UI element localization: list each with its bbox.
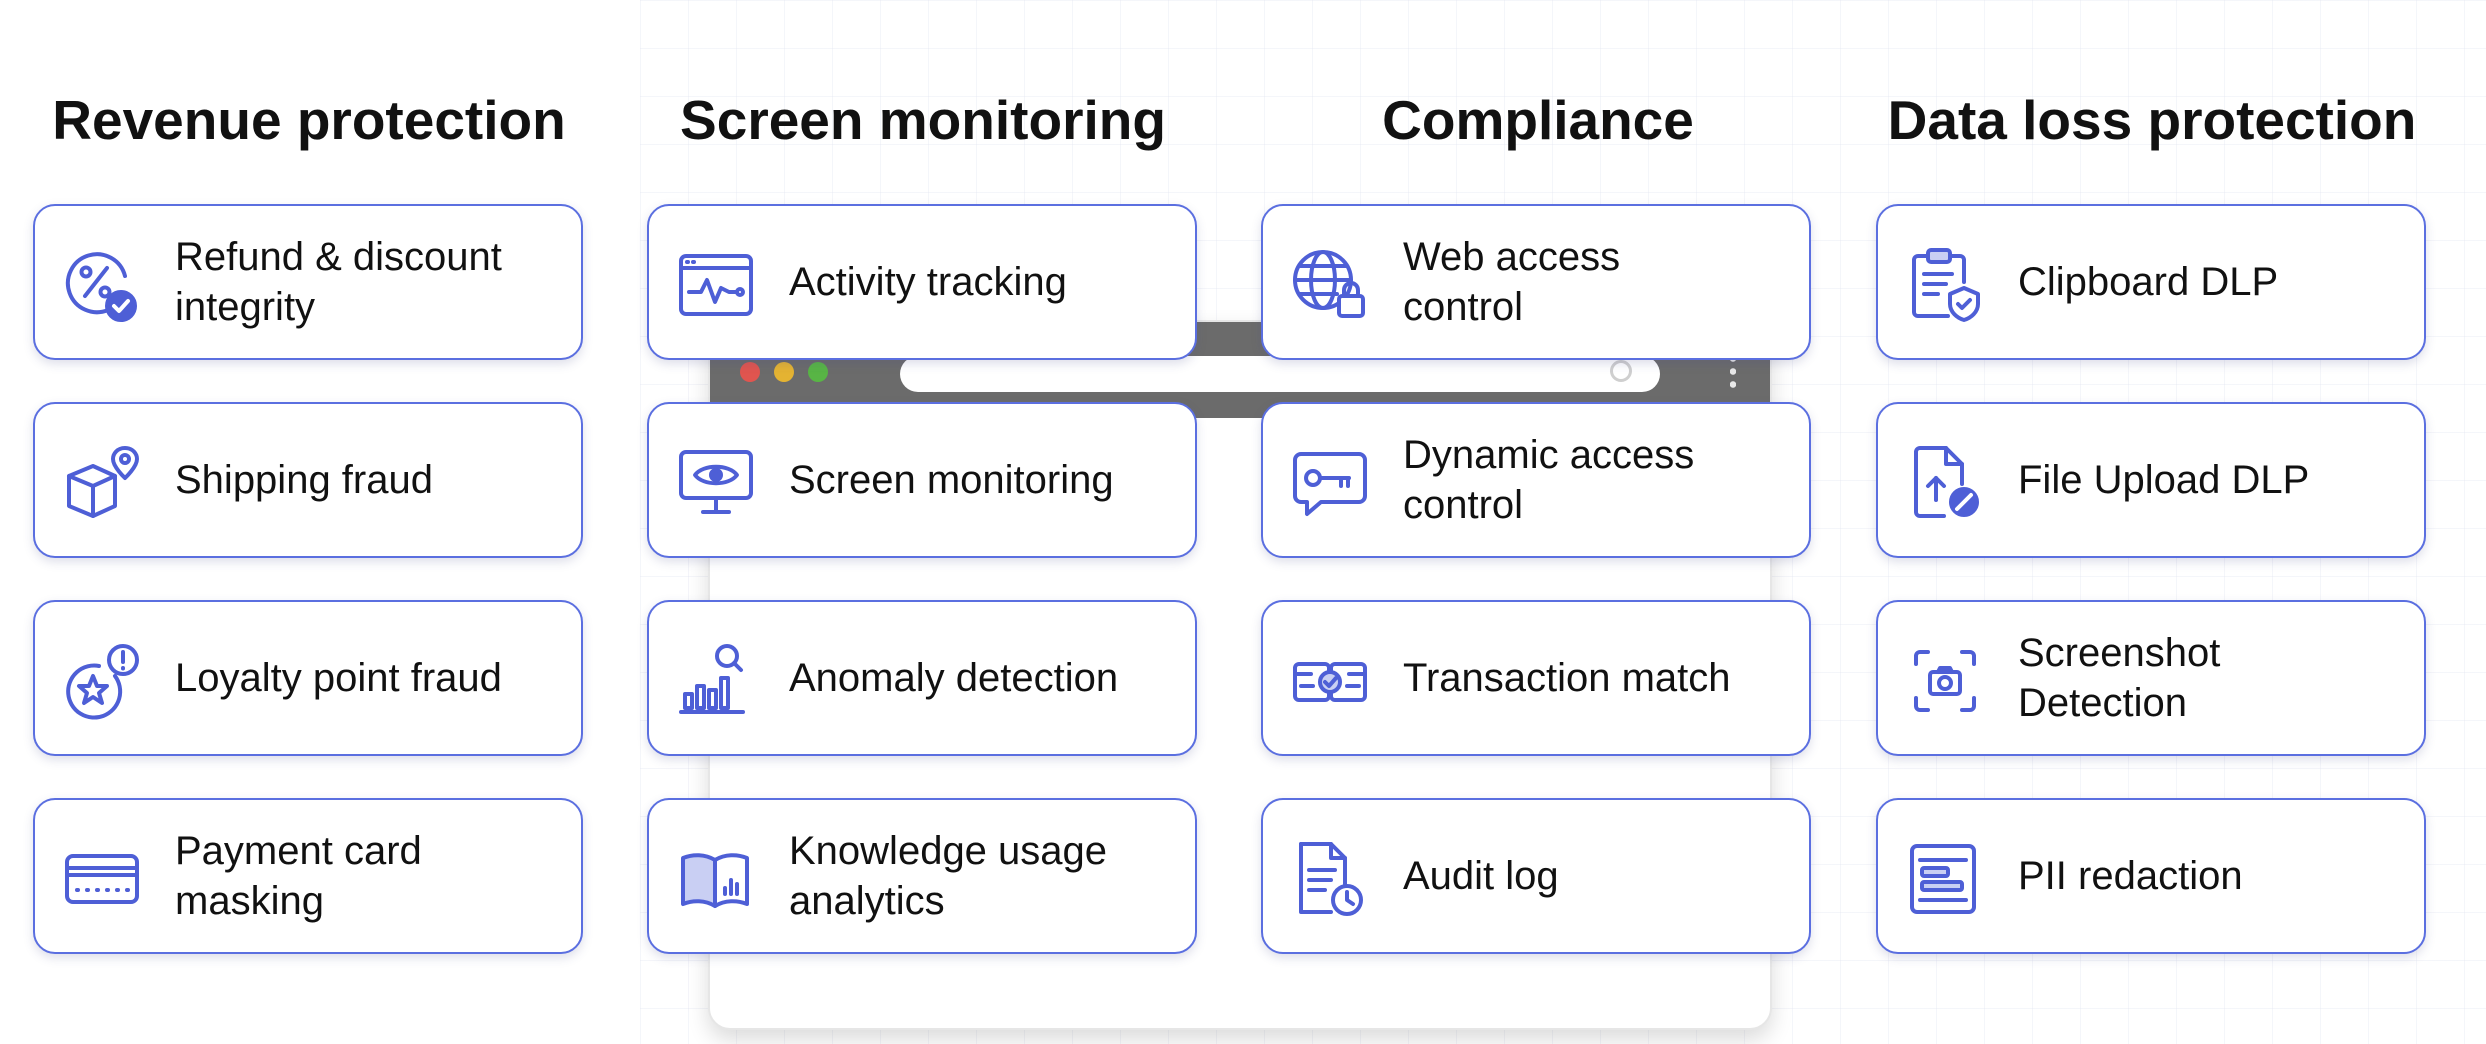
column-title-compliance: Compliance bbox=[1382, 89, 1694, 151]
key-chat-icon bbox=[1291, 444, 1369, 522]
browser-activity-icon bbox=[677, 246, 755, 324]
card-pii-redaction[interactable]: PII redaction bbox=[1876, 798, 2426, 954]
percent-check-icon bbox=[63, 246, 141, 324]
card-screenshot-detection[interactable]: Screenshot Detection bbox=[1876, 600, 2426, 756]
document-clock-icon bbox=[1291, 840, 1369, 918]
column-title-screen-monitoring: Screen monitoring bbox=[680, 89, 1166, 151]
cards-match-icon bbox=[1291, 642, 1369, 720]
file-upload-block-icon bbox=[1906, 444, 1984, 522]
card-refund-discount-integrity[interactable]: Refund & discount integrity bbox=[33, 204, 583, 360]
card-label: Activity tracking bbox=[789, 260, 1067, 304]
card-label: Web access control bbox=[1403, 235, 1621, 329]
card-label: Anomaly detection bbox=[789, 656, 1119, 700]
card-clipboard-dlp[interactable]: Clipboard DLP bbox=[1876, 204, 2426, 360]
card-payment-card-masking[interactable]: Payment card masking bbox=[33, 798, 583, 954]
globe-lock-icon bbox=[1291, 246, 1369, 324]
card-label: Refund & discount integrity bbox=[175, 235, 502, 329]
chart-search-icon bbox=[677, 642, 755, 720]
card-label: Loyalty point fraud bbox=[175, 656, 502, 700]
redaction-icon bbox=[1906, 840, 1984, 918]
card-label: Screenshot Detection bbox=[2018, 631, 2221, 725]
card-transaction-match[interactable]: Transaction match bbox=[1261, 600, 1811, 756]
card-label: Knowledge usage analytics bbox=[789, 829, 1108, 923]
card-dynamic-access-control[interactable]: Dynamic access control bbox=[1261, 402, 1811, 558]
star-alert-icon bbox=[63, 642, 141, 720]
package-location-icon bbox=[63, 444, 141, 522]
card-shipping-fraud[interactable]: Shipping fraud bbox=[33, 402, 583, 558]
clipboard-shield-icon bbox=[1906, 246, 1984, 324]
card-label: Shipping fraud bbox=[175, 458, 433, 502]
card-loyalty-point-fraud[interactable]: Loyalty point fraud bbox=[33, 600, 583, 756]
card-label: PII redaction bbox=[2018, 854, 2243, 898]
card-label: Payment card masking bbox=[175, 829, 422, 923]
search-icon bbox=[1610, 360, 1632, 382]
window-close-dot bbox=[740, 362, 760, 382]
book-chart-icon bbox=[677, 840, 755, 918]
card-label: Dynamic access control bbox=[1403, 433, 1695, 527]
kebab-menu-icon bbox=[1730, 352, 1736, 392]
card-knowledge-usage-analytics[interactable]: Knowledge usage analytics bbox=[647, 798, 1197, 954]
card-label: Audit log bbox=[1403, 854, 1559, 898]
card-file-upload-dlp[interactable]: File Upload DLP bbox=[1876, 402, 2426, 558]
window-minimize-dot bbox=[774, 362, 794, 382]
column-title-revenue-protection: Revenue protection bbox=[52, 89, 566, 151]
card-screen-monitoring[interactable]: Screen monitoring bbox=[647, 402, 1197, 558]
card-label: Transaction match bbox=[1403, 656, 1731, 700]
card-activity-tracking[interactable]: Activity tracking bbox=[647, 204, 1197, 360]
card-anomaly-detection[interactable]: Anomaly detection bbox=[647, 600, 1197, 756]
card-label: File Upload DLP bbox=[2018, 458, 2310, 502]
screenshot-camera-icon bbox=[1906, 642, 1984, 720]
card-label: Screen monitoring bbox=[789, 458, 1114, 502]
column-title-data-loss-protection: Data loss protection bbox=[1887, 89, 2417, 151]
window-maximize-dot bbox=[808, 362, 828, 382]
monitor-eye-icon bbox=[677, 444, 755, 522]
address-bar bbox=[900, 356, 1660, 392]
card-web-access-control[interactable]: Web access control bbox=[1261, 204, 1811, 360]
credit-card-icon bbox=[63, 840, 141, 918]
card-audit-log[interactable]: Audit log bbox=[1261, 798, 1811, 954]
card-label: Clipboard DLP bbox=[2018, 260, 2279, 304]
